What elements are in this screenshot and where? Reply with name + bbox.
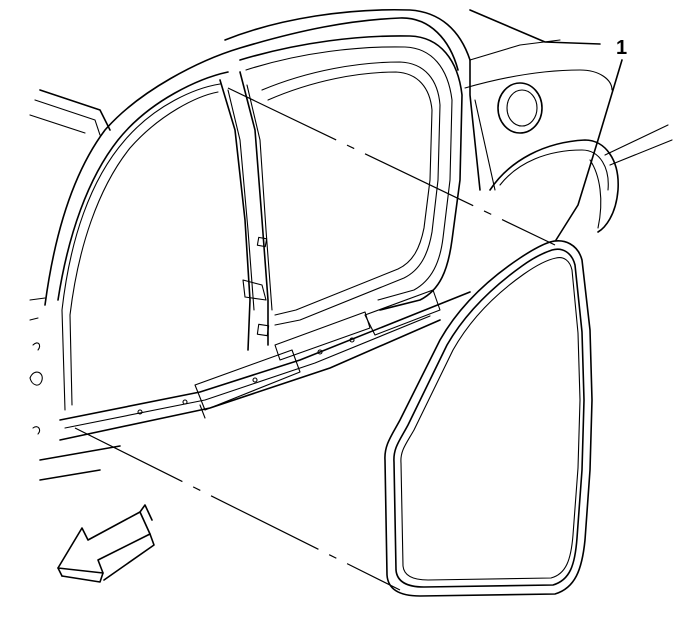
- vehicle-body: [29, 8, 673, 481]
- callout-label-1: 1: [616, 37, 628, 59]
- door-weatherstrip-seal: [384, 240, 593, 597]
- callout-1-leader: [555, 59, 623, 241]
- alignment-lines: [74, 87, 556, 591]
- direction-arrow-icon: [57, 504, 155, 583]
